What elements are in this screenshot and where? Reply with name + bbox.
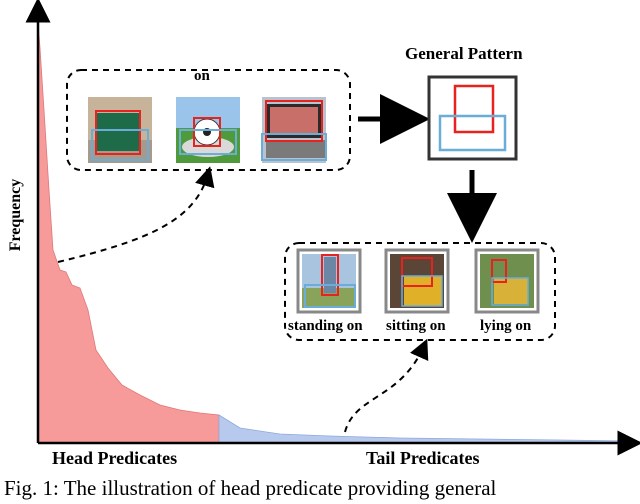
example-image-1 — [88, 97, 152, 163]
tail-predicates-area — [218, 414, 631, 444]
example-image-3 — [261, 97, 327, 163]
tail-image-1 — [296, 248, 362, 314]
general-pattern-label: General Pattern — [405, 44, 523, 63]
y-axis-label: Frequency — [7, 178, 24, 252]
tail-label-standing-on: standing on — [288, 318, 363, 334]
head-predicates-area — [37, 21, 220, 444]
general-pattern-diagram — [427, 75, 518, 161]
tail-label-lying-on: lying on — [480, 318, 532, 334]
tail-label-sitting-on: sitting on — [386, 318, 446, 334]
head-predicates-label: Head Predicates — [52, 448, 178, 468]
curve-arrow-tail — [344, 338, 429, 433]
tail-image-3 — [474, 248, 540, 314]
curve-arrow-head — [57, 166, 215, 263]
example-image-2 — [176, 97, 240, 163]
head-predicate-on-label: on — [194, 68, 210, 84]
tail-predicates-label: Tail Predicates — [366, 448, 480, 468]
figure-caption: Fig. 1: The illustration of head predica… — [4, 476, 497, 500]
tail-image-2 — [384, 248, 450, 314]
